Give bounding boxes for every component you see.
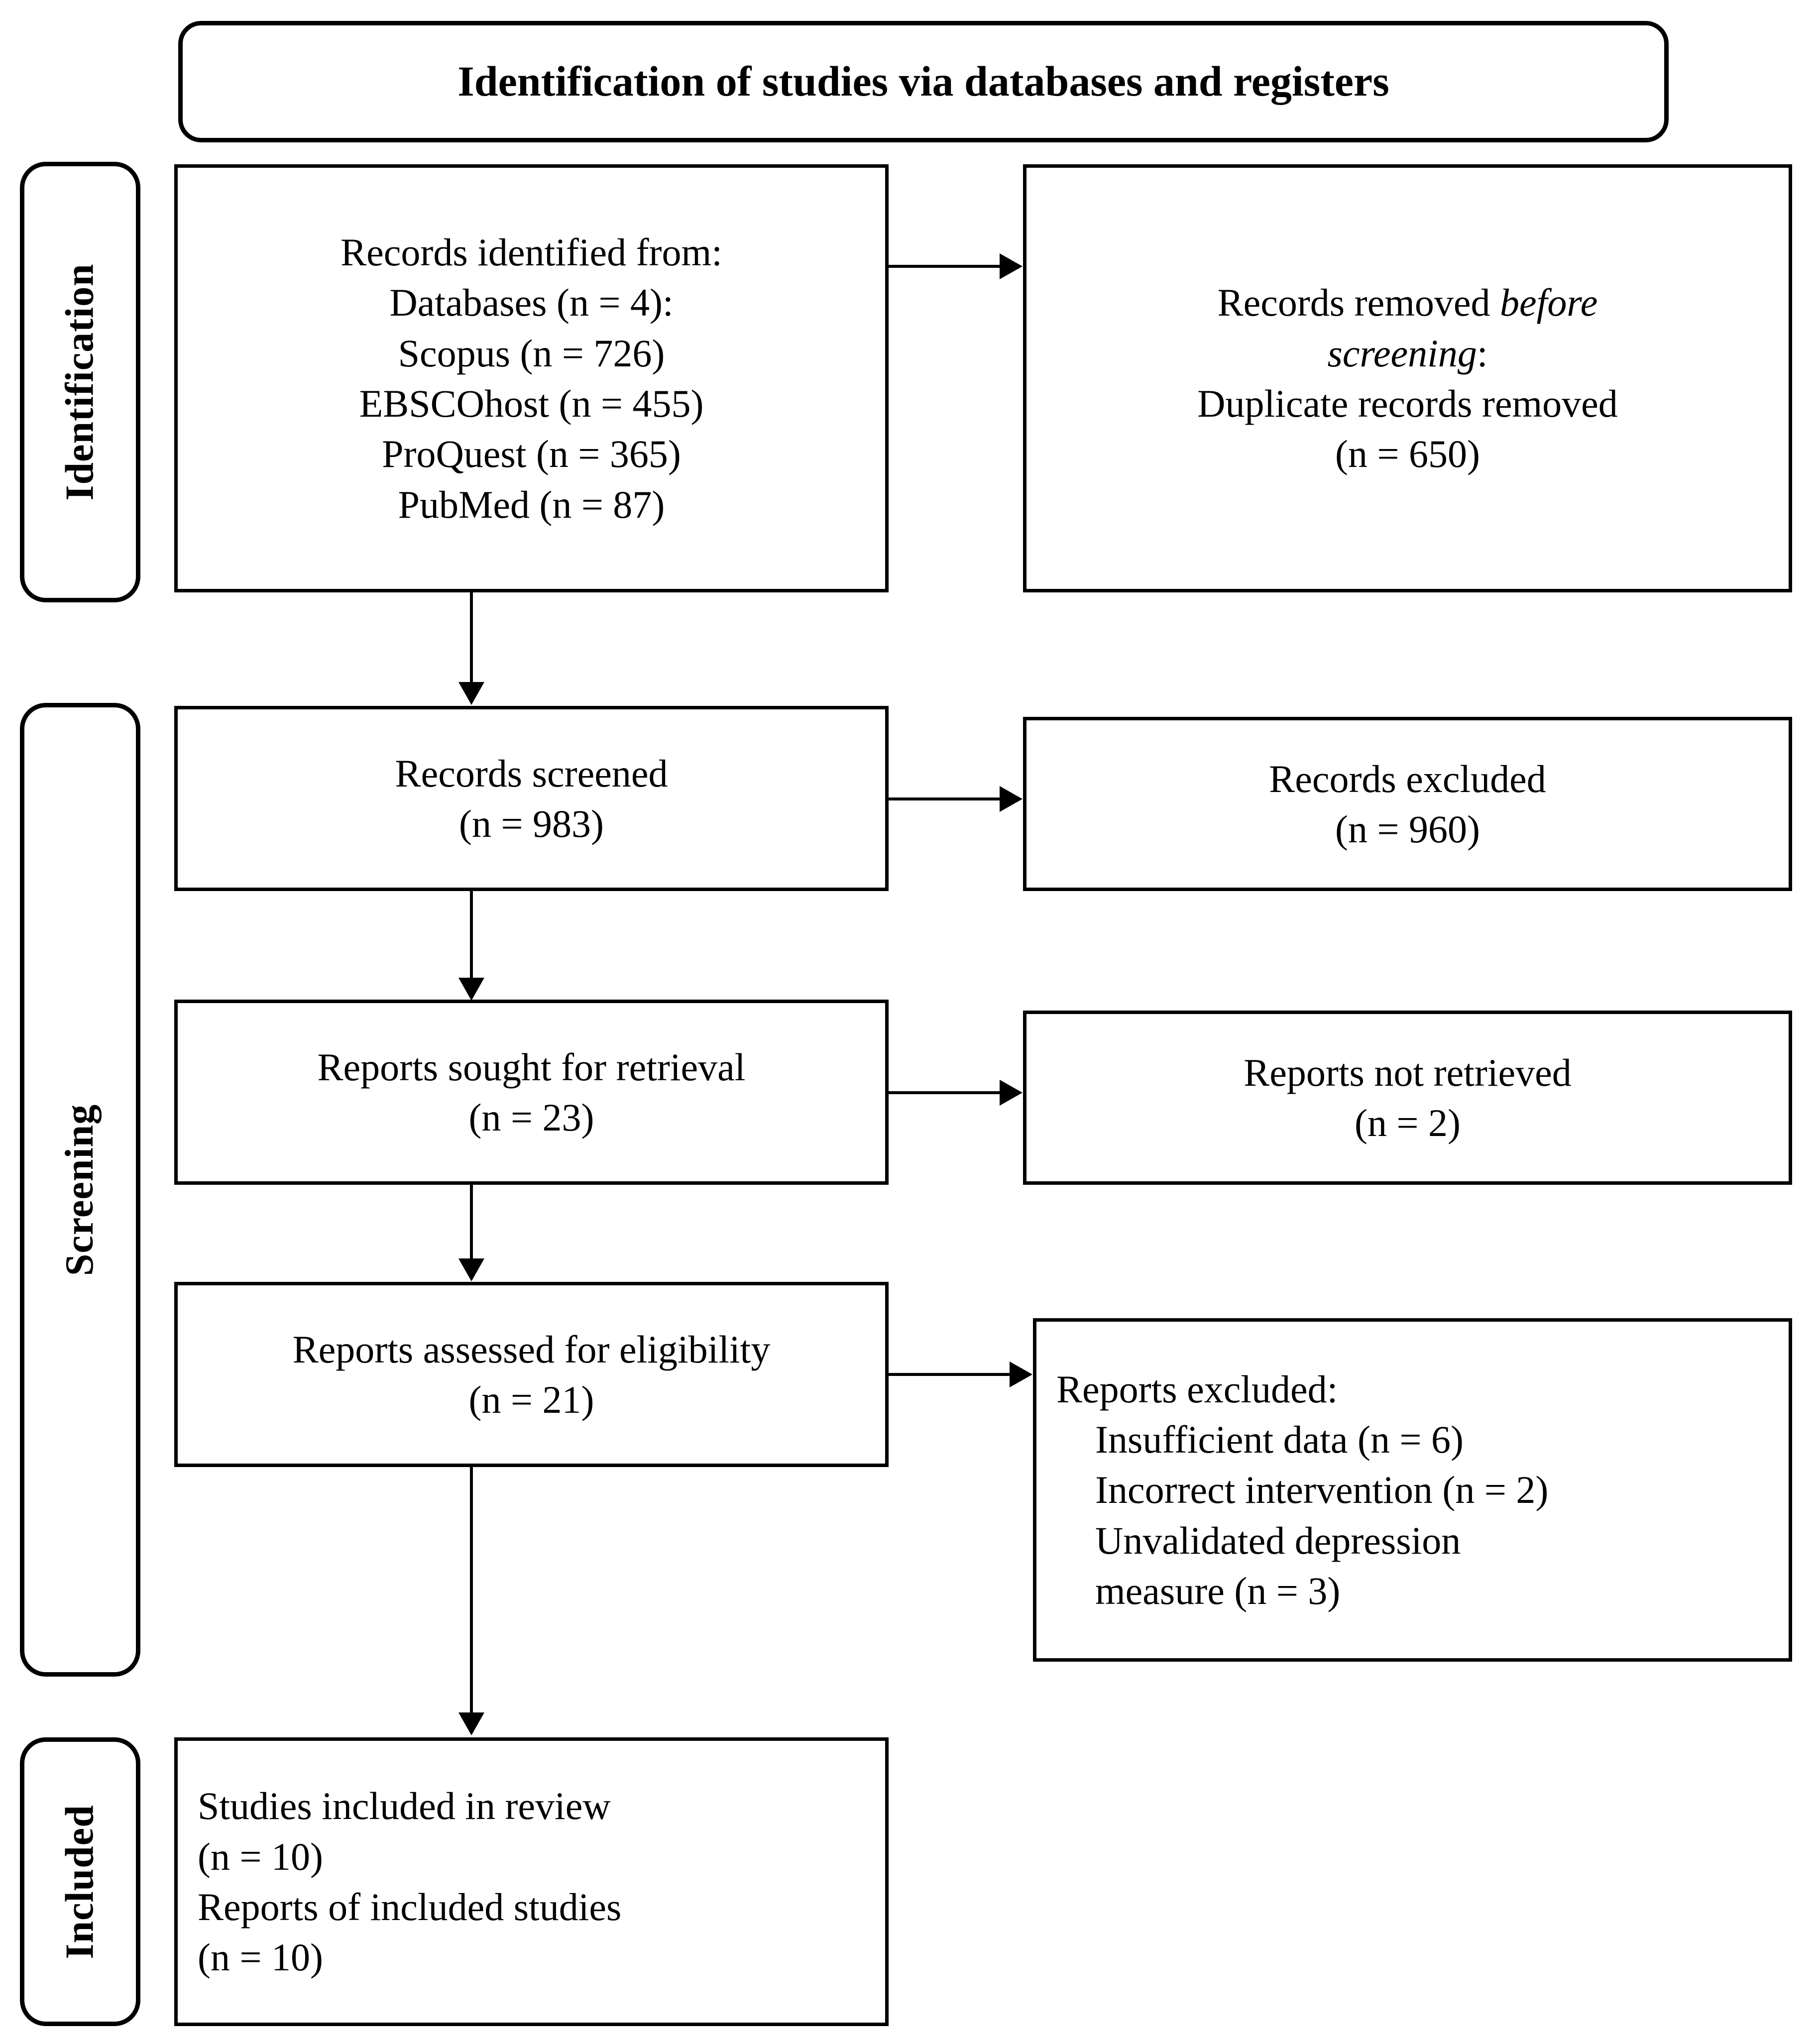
box-studies-included-text: Studies included in review (n = 10) Repo… xyxy=(198,1784,622,1979)
box-reports-sought: Reports sought for retrieval (n = 23) xyxy=(174,1000,889,1185)
stage-label-identification-text: Identification xyxy=(58,263,102,501)
arrowhead-assessed-to-excluded xyxy=(1010,1362,1032,1387)
box-records-screened-text: Records screened (n = 983) xyxy=(395,751,668,845)
arrowhead-screened-to-sought xyxy=(458,978,484,1001)
box-reports-not-retrieved-text: Reports not retrieved (n = 2) xyxy=(1244,1050,1572,1144)
reports-excluded-item-0: Insufficient data (n = 6) xyxy=(1095,1417,1464,1461)
connector-assessed-to-excluded xyxy=(889,1373,1011,1376)
stage-label-included-text: Included xyxy=(58,1804,102,1959)
box-reports-sought-text: Reports sought for retrieval (n = 23) xyxy=(317,1045,746,1139)
box-reports-excluded-text: Reports excluded: Insufficient data (n =… xyxy=(1036,1364,1789,1616)
box-records-removed: Records removed before screening: Duplic… xyxy=(1023,164,1792,592)
arrowhead-identified-to-screened xyxy=(458,682,484,705)
reports-excluded-heading: Reports excluded: xyxy=(1056,1367,1338,1411)
box-reports-not-retrieved: Reports not retrieved (n = 2) xyxy=(1023,1011,1792,1185)
arrowhead-sought-to-not-retrieved xyxy=(1000,1080,1023,1106)
connector-sought-to-assessed xyxy=(470,1185,473,1260)
box-reports-excluded: Reports excluded: Insufficient data (n =… xyxy=(1033,1318,1792,1662)
connector-identified-to-removed xyxy=(889,265,1001,268)
connector-screened-to-excluded xyxy=(889,797,1001,800)
stage-label-included: Included xyxy=(20,1737,140,2026)
records-removed-line1-pre: Records removed xyxy=(1217,281,1500,325)
stage-label-screening: Screening xyxy=(20,703,140,1677)
box-studies-included: Studies included in review (n = 10) Repo… xyxy=(174,1737,889,2026)
records-removed-screening-italic: screening xyxy=(1327,331,1477,375)
arrowhead-sought-to-assessed xyxy=(458,1258,484,1281)
box-records-identified-text: Records identified from: Databases (n = … xyxy=(341,230,722,526)
page-title: Identification of studies via databases … xyxy=(457,57,1389,106)
stage-label-screening-text: Screening xyxy=(58,1104,102,1276)
diagram-title-box: Identification of studies via databases … xyxy=(178,21,1669,142)
stage-label-identification: Identification xyxy=(20,162,140,602)
reports-excluded-item-3: measure (n = 3) xyxy=(1095,1569,1341,1613)
reports-excluded-item-2: Unvalidated depression xyxy=(1095,1518,1461,1562)
arrowhead-screened-to-excluded xyxy=(1000,786,1023,812)
connector-screened-to-sought xyxy=(470,891,473,981)
connector-sought-to-not-retrieved xyxy=(889,1091,1001,1094)
box-records-removed-text: Records removed before screening: Duplic… xyxy=(1026,277,1789,479)
box-reports-assessed-text: Reports assessed for eligibility (n = 21… xyxy=(292,1327,771,1421)
box-records-excluded-text: Records excluded (n = 960) xyxy=(1269,757,1546,851)
box-records-identified: Records identified from: Databases (n = … xyxy=(174,164,889,592)
records-removed-line3: Duplicate records removed xyxy=(1197,382,1618,425)
reports-excluded-item-1: Incorrect intervention (n = 2) xyxy=(1095,1468,1549,1512)
records-removed-line4: (n = 650) xyxy=(1335,432,1480,476)
connector-assessed-to-included xyxy=(470,1467,473,1716)
connector-identified-to-screened xyxy=(470,592,473,685)
box-reports-assessed: Reports assessed for eligibility (n = 21… xyxy=(174,1282,889,1467)
records-removed-line2-post: : xyxy=(1477,331,1488,375)
records-removed-before-italic: before xyxy=(1500,281,1598,325)
arrowhead-identified-to-removed xyxy=(1000,253,1023,279)
arrowhead-assessed-to-included xyxy=(458,1712,484,1735)
box-records-excluded: Records excluded (n = 960) xyxy=(1023,717,1792,891)
box-records-screened: Records screened (n = 983) xyxy=(174,706,889,891)
